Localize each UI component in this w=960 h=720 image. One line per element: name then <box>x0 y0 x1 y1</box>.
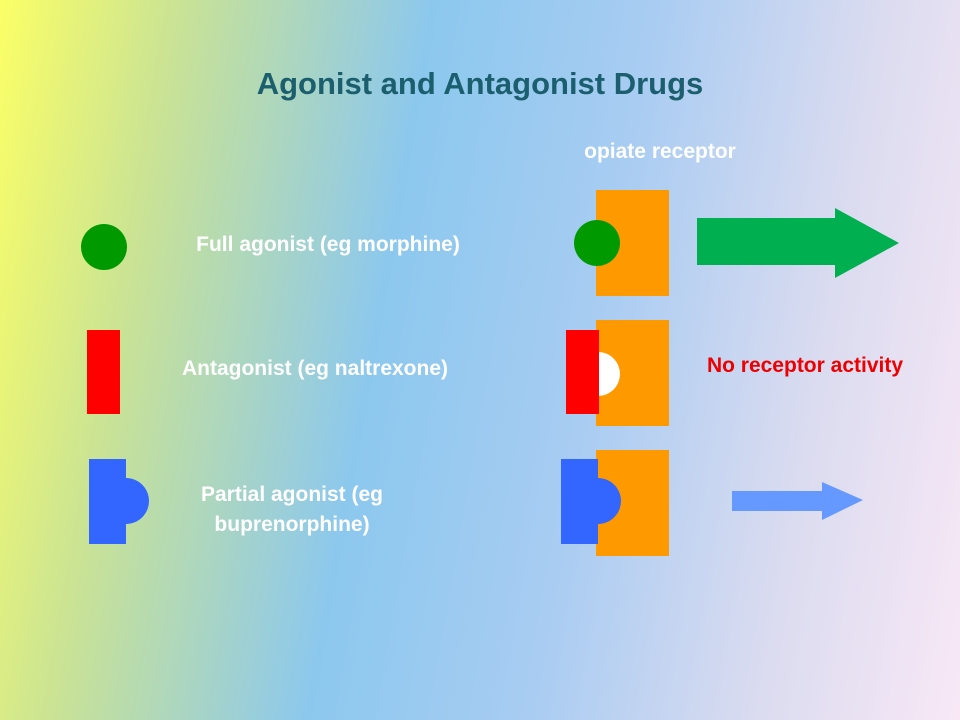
bound-full-agonist <box>574 220 620 266</box>
full-agonist-drug <box>81 224 127 270</box>
page-title: Agonist and Antagonist Drugs <box>256 66 704 101</box>
partial-agonist-drug <box>89 459 149 544</box>
receptor-binding-site <box>598 352 620 396</box>
full-agonist-label: Full agonist (eg morphine) <box>196 233 460 256</box>
weak-activity-arrow <box>732 482 863 520</box>
bound-partial-agonist <box>561 459 621 544</box>
bound-antagonist <box>566 330 599 414</box>
strong-activity-arrow <box>697 208 899 278</box>
antagonist-label: Antagonist (eg naltrexone) <box>181 357 449 380</box>
antagonist-drug <box>87 330 120 414</box>
partial-agonist-label: Partial agonist (eg buprenorphine) <box>200 483 384 536</box>
receptor-label: opiate receptor <box>584 140 736 163</box>
no-activity-label: No receptor activity <box>706 354 904 377</box>
